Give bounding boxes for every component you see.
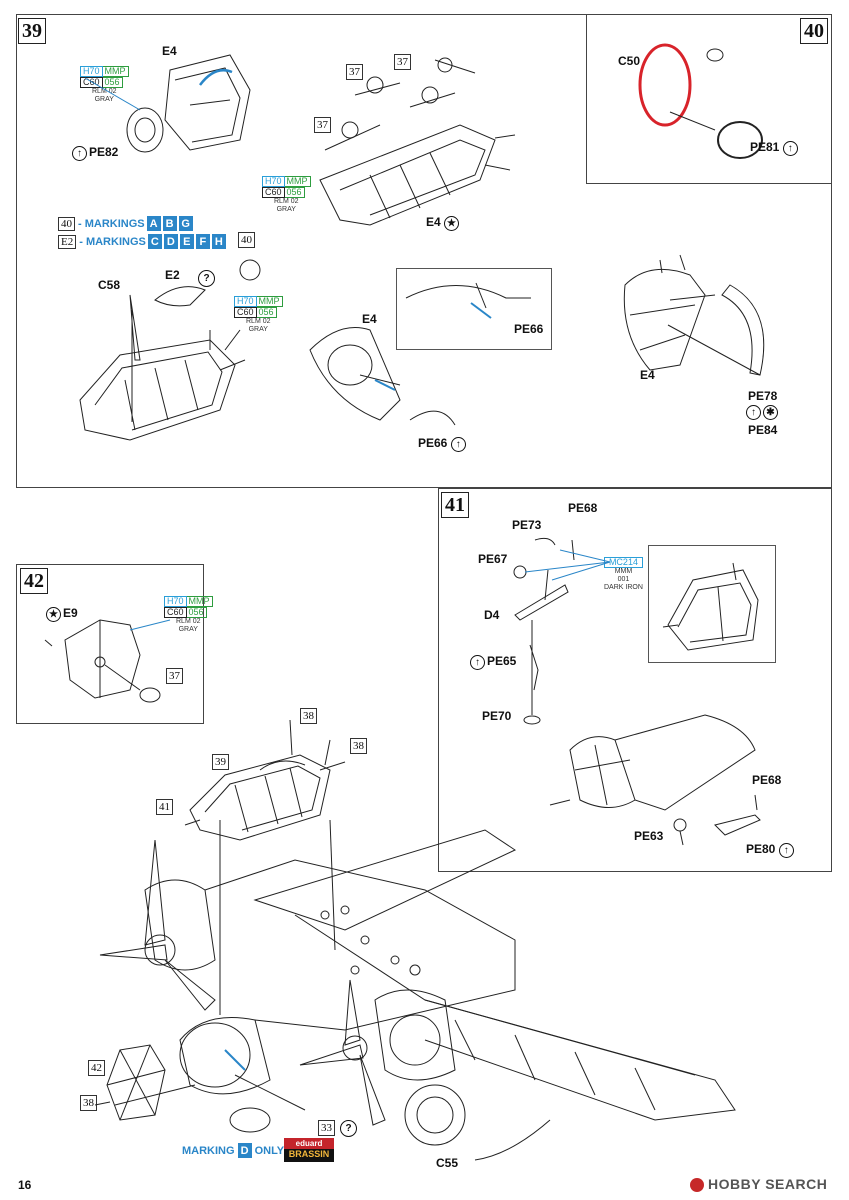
label-pe78: PE78 [748, 389, 778, 403]
canopy-gun-drawing [309, 327, 456, 426]
label-e4-frame: E4 ★ [426, 215, 461, 231]
ref-37-b: 37 [394, 54, 411, 70]
gun-parts-drawing [513, 537, 611, 725]
label-pe68-b: PE68 [752, 773, 782, 787]
label-d4: D4 [484, 608, 500, 622]
step-39-number: 39 [18, 18, 46, 44]
label-e4-step40: E4 [640, 368, 655, 382]
label-pe68: PE68 [568, 501, 598, 515]
ring-parts-drawing [638, 43, 763, 159]
nose-cap-drawing [94, 1044, 271, 1133]
label-c58: C58 [98, 278, 121, 292]
canopy-e4-frame-drawing [319, 124, 516, 226]
aircraft-main-drawing [99, 819, 736, 1146]
label-pe65: ↑PE65 [470, 654, 516, 670]
label-c55: C55 [436, 1156, 459, 1170]
ref-37-a: 37 [346, 64, 363, 80]
canopy-frame-e4-drawing [84, 54, 251, 153]
main-canopy-drawing [184, 719, 346, 841]
ref-38-b: 38 [350, 738, 367, 754]
flip-arrow-icon: ↑ [746, 405, 761, 420]
label-pe66: PE66 ↑ [418, 436, 468, 452]
label-e2: E2 [165, 268, 180, 282]
label-pe67: PE67 [478, 552, 508, 566]
ref-39: 39 [212, 754, 229, 770]
pe66-detail-box [396, 268, 552, 350]
star-icon: ★ [46, 607, 61, 622]
step41-detail-box [648, 545, 776, 663]
step40-assembly-drawing [623, 254, 765, 376]
watermark: HOBBY SEARCH [690, 1176, 827, 1193]
ref-37-c: 37 [314, 117, 331, 133]
star-icon: ★ [444, 216, 460, 231]
label-c50: C50 [618, 54, 641, 68]
flip-arrow-icon: ↑ [450, 437, 466, 452]
ref-38-c: 38 [80, 1095, 97, 1111]
step41-detail-drawing [662, 562, 759, 651]
eduard-brassin-badge: eduard BRASSIN [284, 1138, 334, 1162]
ref-41: 41 [156, 799, 173, 815]
ref-38-a: 38 [300, 708, 317, 724]
pe66-detail-drawing [405, 282, 531, 319]
label-pe84: PE84 [748, 423, 778, 437]
ref-40: 40 [238, 232, 255, 248]
label-pe70: PE70 [482, 709, 512, 723]
label-e4-mid: E4 [362, 312, 377, 326]
step42-drawing [44, 619, 171, 703]
ref-42: 42 [88, 1060, 105, 1076]
ref-37-step42: 37 [166, 668, 183, 684]
label-pe82: ↑PE82 [72, 145, 118, 161]
step-42-number: 42 [20, 568, 48, 594]
label-e4-top: E4 [162, 44, 177, 58]
flip-arrow-icon: ↑ [72, 146, 87, 161]
flip-arrow-icon: ↑ [778, 843, 794, 858]
gun-mounts-drawing [324, 57, 476, 151]
page-number: 16 [18, 1178, 32, 1192]
flip-arrow-icon: ↑ [470, 655, 485, 670]
question-icon: ? [198, 270, 215, 287]
step-40-number: 40 [800, 18, 828, 44]
flip-arrow-icon: ↑ [782, 141, 798, 156]
c55-part-drawing [474, 1119, 551, 1161]
nose-assembly-drawing [549, 714, 761, 846]
label-pe66-detail: PE66 [514, 322, 544, 336]
pe78-pe84-symbols: ↑ ✱ [746, 405, 780, 420]
label-pe81: PE81 ↑ [750, 140, 800, 156]
circle-star-icon: ✱ [763, 405, 778, 420]
question-icon: ? [340, 1120, 357, 1137]
step-41-number: 41 [441, 492, 469, 518]
step-41-panel [438, 488, 832, 872]
marking-d-only: MARKING D ONLY [182, 1143, 285, 1158]
canopy-assembly-drawing [79, 259, 261, 441]
ref-33: 33 [318, 1120, 335, 1136]
label-pe63: PE63 [634, 829, 664, 843]
hobbysearch-logo-icon [690, 1178, 704, 1193]
label-pe73: PE73 [512, 518, 542, 532]
label-e9: ★E9 [46, 606, 78, 622]
label-pe80: PE80 ↑ [746, 842, 796, 858]
